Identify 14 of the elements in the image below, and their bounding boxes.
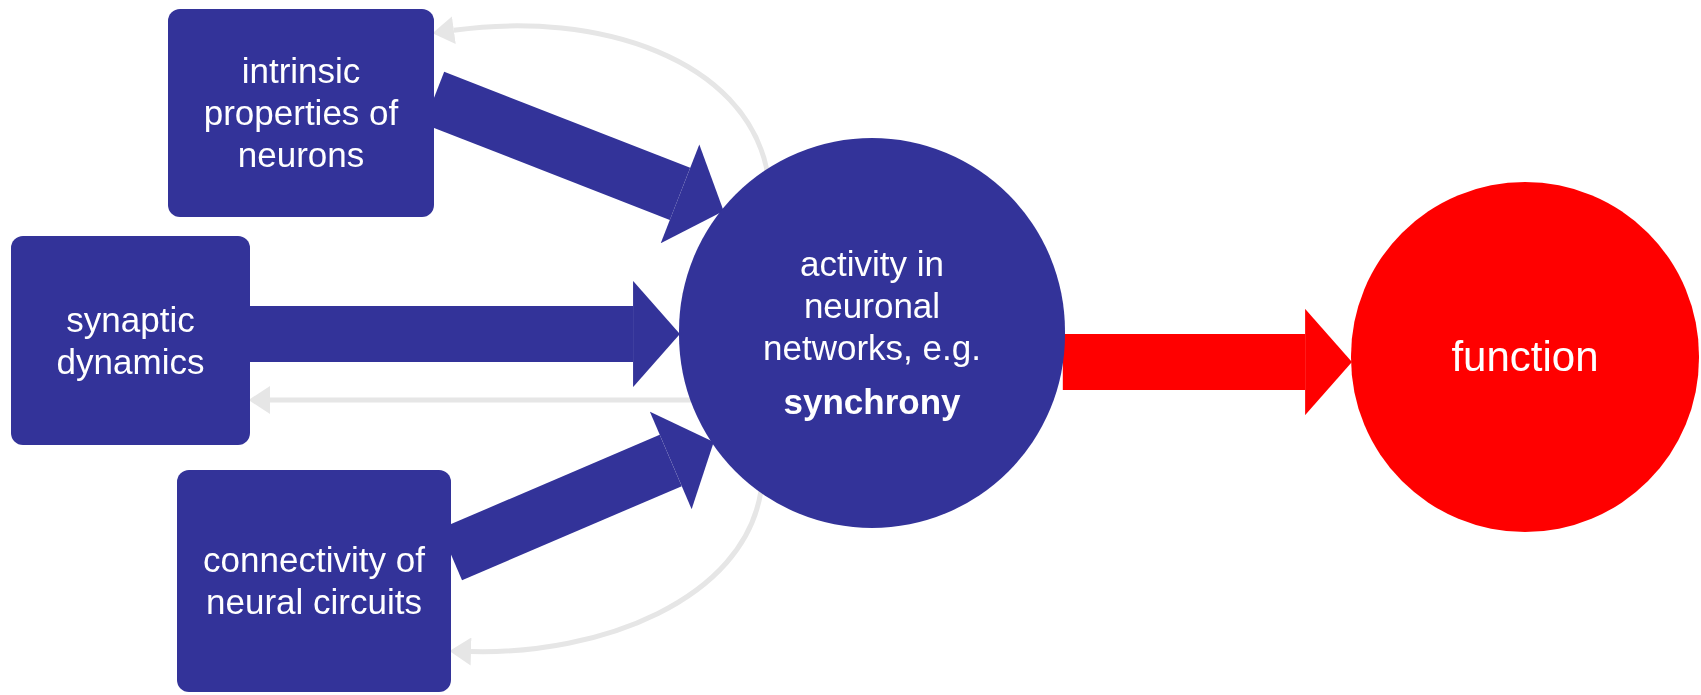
process-box	[177, 470, 451, 692]
block-arrow	[250, 280, 680, 388]
arrow	[449, 490, 764, 666]
process-box	[11, 236, 250, 445]
arrow	[432, 16, 770, 172]
node-text: synaptic dynamics	[55, 298, 206, 383]
process-box	[168, 9, 434, 217]
node-text: activity in neuronal networks, e.g.	[762, 243, 982, 369]
arrow	[248, 386, 691, 414]
node-text: connectivity of neural circuits	[202, 539, 426, 623]
node-text: synchrony	[783, 381, 961, 423]
block-arrow	[1062, 308, 1352, 416]
node-text: function	[1451, 333, 1599, 381]
node-text: intrinsic properties of neurons	[202, 50, 400, 176]
